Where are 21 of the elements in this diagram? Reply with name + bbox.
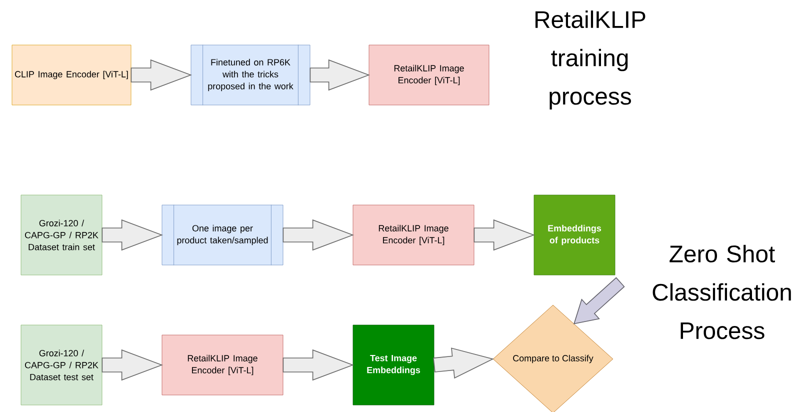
process-box: CLIP Image Encoder [ViT-L] bbox=[12, 44, 132, 106]
block-arrow bbox=[102, 219, 163, 251]
process-box: RetailKLIP Image Encoder [ViT-L] bbox=[352, 204, 474, 266]
process-box: Embeddings of products bbox=[534, 194, 616, 276]
process-box: Test Image Embeddings bbox=[352, 324, 434, 406]
block-arrow bbox=[282, 219, 354, 251]
process-box: Grozi-120 / CAPG-GP / RP2K Dataset train set bbox=[20, 194, 102, 276]
process-box: RetailKLIP Image Encoder [ViT-L] bbox=[368, 44, 490, 106]
block-arrow bbox=[102, 349, 163, 381]
block-arrow bbox=[574, 277, 625, 324]
block-arrow bbox=[310, 59, 370, 91]
subprocess-box: One image per product taken/sampled bbox=[162, 204, 284, 266]
block-arrow bbox=[282, 349, 354, 381]
subprocess-box: Finetuned on RP6K with the tricks proposed in the work bbox=[190, 44, 310, 106]
process-box: Grozi-120 / CAPG-GP / RP2K Dataset test set bbox=[20, 324, 102, 406]
block-arrow bbox=[130, 59, 192, 91]
block-arrow bbox=[433, 348, 494, 379]
block-arrow bbox=[474, 219, 535, 251]
process-box: RetailKLIP Image Encoder [ViT-L] bbox=[162, 334, 284, 396]
heading: RetailKLIP training process bbox=[536, 10, 646, 110]
heading: Zero Shot Classification Process bbox=[652, 244, 791, 340]
